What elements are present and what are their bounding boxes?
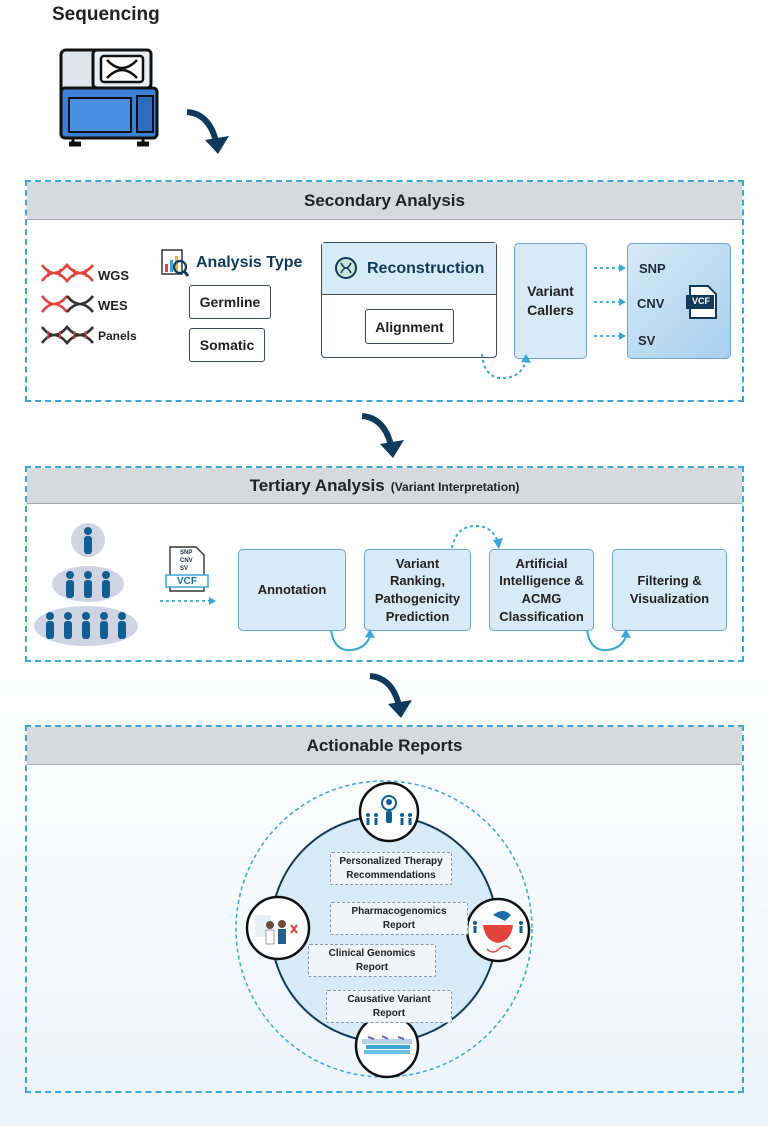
somatic-button[interactable]: Somatic xyxy=(189,328,265,362)
dna-panels-icon xyxy=(40,324,95,346)
report-causative-variant[interactable]: Causative Variant Report xyxy=(326,990,452,1023)
tertiary-title: Tertiary Analysis xyxy=(249,476,385,495)
patient-group-icon xyxy=(358,781,420,843)
vcf-file-icon xyxy=(686,285,717,319)
person-icons xyxy=(46,527,126,639)
pharmacogenomics-icon xyxy=(465,897,531,963)
dotted-arrow-icon xyxy=(160,597,216,605)
report-personalized-therapy[interactable]: Personalized Therapy Recommendations xyxy=(330,852,452,885)
population-icon xyxy=(34,523,138,646)
clinician-icon xyxy=(245,895,311,961)
reports-title: Actionable Reports xyxy=(27,727,742,765)
sequencer-icon xyxy=(59,48,159,147)
analysis-type-title: Analysis Type xyxy=(196,254,303,271)
tertiary-subtitle: (Variant Interpretation) xyxy=(390,480,520,494)
dna-wes-icon xyxy=(40,295,95,313)
curved-arrow-icon xyxy=(330,629,375,652)
output-arrows-icon xyxy=(594,264,626,340)
dna-wgs-icon xyxy=(40,262,95,284)
variant-ranking-step[interactable]: Variant Ranking, Pathogenicity Predictio… xyxy=(364,549,471,631)
curved-arrow-icon xyxy=(586,629,631,652)
flow-arrow-icon xyxy=(186,109,229,154)
vcf-line-cnv: CNV xyxy=(180,558,193,564)
filtering-visualization-step[interactable]: Filtering & Visualization xyxy=(612,549,727,631)
vcf-file-label: VCF xyxy=(692,296,710,306)
flow-arrow-icon xyxy=(369,673,412,718)
section-title: Secondary Analysis xyxy=(27,182,742,220)
annotation-step[interactable]: Annotation xyxy=(238,549,346,631)
vcf-line-snp: SNP xyxy=(180,550,193,556)
flow-arrow-icon xyxy=(361,413,404,458)
vcf-document-icon xyxy=(165,546,209,592)
input-wes: WES xyxy=(98,298,128,313)
sequencing-title: Sequencing xyxy=(52,4,160,25)
actionable-reports-section: Actionable Reports xyxy=(25,725,744,1093)
tertiary-analysis-section: Tertiary Analysis (Variant Interpretation… xyxy=(25,466,744,662)
vcf-doc-label: VCF xyxy=(177,576,197,587)
alignment-step[interactable]: Alignment xyxy=(365,309,454,344)
genome-sequence-icon xyxy=(354,1013,420,1079)
gene-gear-icon xyxy=(335,257,357,279)
report-pharmacogenomics[interactable]: Pharmacogenomics Report xyxy=(330,902,468,935)
output-sv: SV xyxy=(638,333,656,348)
curved-arrow-icon xyxy=(481,353,531,380)
section-title: Tertiary Analysis (Variant Interpretation… xyxy=(27,468,742,504)
analysis-report-icon xyxy=(161,249,190,277)
germline-button[interactable]: Germline xyxy=(189,285,271,319)
ai-acmg-step[interactable]: Artificial Intelligence & ACMG Classific… xyxy=(489,549,594,631)
output-snp: SNP xyxy=(639,261,666,276)
vcf-line-sv: SV xyxy=(180,566,189,572)
report-clinical-genomics[interactable]: Clinical Genomics Report xyxy=(308,944,436,977)
output-cnv: CNV xyxy=(637,296,665,311)
curved-arrow-icon xyxy=(451,524,503,549)
secondary-analysis-section: Secondary Analysis xyxy=(25,180,744,402)
input-panels: Panels xyxy=(98,329,137,343)
reconstruction-title: Reconstruction xyxy=(367,260,485,277)
input-wgs: WGS xyxy=(98,268,130,283)
vcf-doc-lines: SNP CNV SV xyxy=(180,549,193,573)
variant-callers-box[interactable]: Variant Callers xyxy=(514,243,587,359)
